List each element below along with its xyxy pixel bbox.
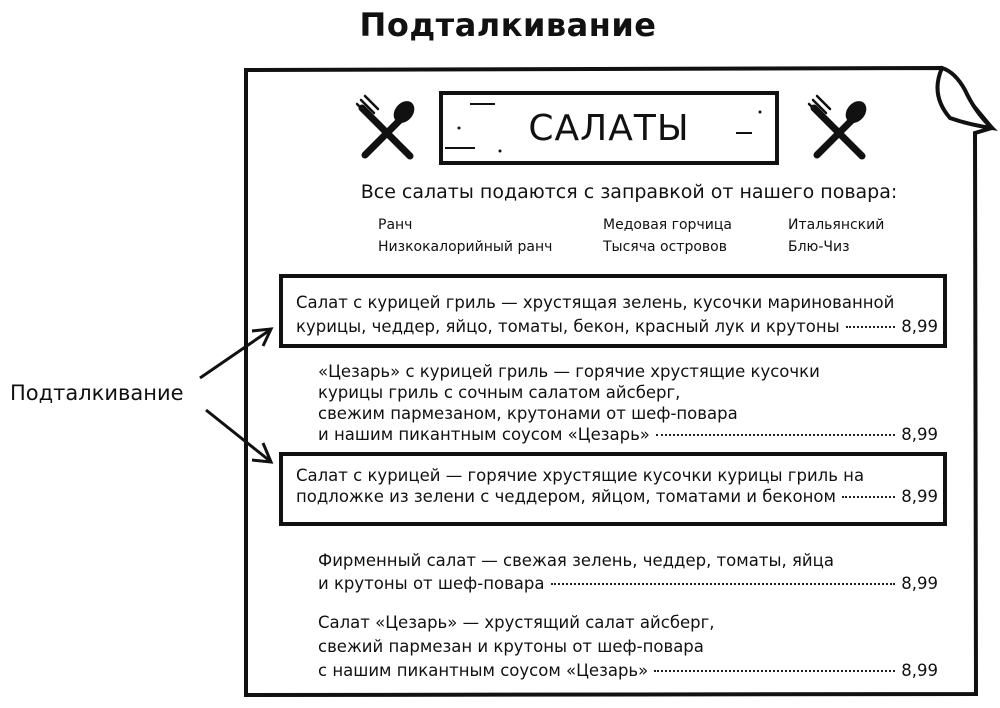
page-curl-icon bbox=[935, 65, 998, 131]
menu-item-chicken-caesar: «Цезарь» с курицей гриль — горячие хруст… bbox=[318, 361, 938, 445]
item-text: курицы гриль с сочным салатом айсберг, bbox=[318, 383, 681, 402]
item-price: 8,99 bbox=[901, 425, 938, 444]
dressing-item: Блю-Чиз bbox=[788, 239, 850, 255]
item-price: 8,99 bbox=[901, 661, 938, 680]
menu-item-house-salad: Фирменный салат — свежая зелень, чеддер,… bbox=[318, 549, 938, 595]
fork-spoon-icon-right bbox=[807, 94, 867, 160]
menu-item-chicken-salad: Салат с курицей — горячие хрустящие кусо… bbox=[296, 465, 938, 507]
dot-leader bbox=[655, 434, 896, 436]
menu-item-caesar-salad: Салат «Цезарь» — хрустящий салат айсберг… bbox=[318, 611, 938, 683]
dot-leader bbox=[845, 326, 896, 328]
dressing-item: Тысяча островов bbox=[603, 239, 727, 255]
dressing-item: Низкокалорийный ранч bbox=[378, 239, 553, 255]
item-text: Фирменный салат — свежая зелень, чеддер,… bbox=[318, 551, 834, 570]
dressing-item: Ранч bbox=[378, 217, 413, 233]
item-text: с нашим пикантным соусом «Цезарь» bbox=[318, 661, 649, 680]
dot-leader bbox=[550, 583, 896, 585]
item-text: Салат с курицей гриль — хрустящая зелень… bbox=[296, 293, 895, 312]
dot-leader bbox=[841, 496, 896, 498]
dressing-intro: Все салаты подаются с заправкой от нашег… bbox=[360, 181, 898, 203]
item-text: свежий пармезан и крутоны от шеф-повара bbox=[318, 637, 704, 656]
highlight-box-1 bbox=[279, 274, 947, 348]
item-text: курицы, чеддер, яйцо, томаты, бекон, кра… bbox=[296, 317, 840, 336]
dressing-item: Итальянский bbox=[788, 217, 885, 233]
menu-item-grilled-chicken-salad: Салат с курицей гриль — хрустящая зелень… bbox=[296, 291, 938, 339]
fork-spoon-icon-left bbox=[355, 94, 415, 160]
dressing-item: Медовая горчица bbox=[603, 217, 732, 233]
arrow-icon-down bbox=[205, 408, 274, 464]
item-text: подложке из зелени с чеддером, яйцом, то… bbox=[296, 487, 836, 506]
item-price: 8,99 bbox=[901, 487, 938, 506]
item-text: Салат «Цезарь» — хрустящий салат айсберг… bbox=[318, 613, 715, 632]
item-text: и крутоны от шеф-повара bbox=[318, 574, 545, 593]
menu-header: САЛАТЫ bbox=[528, 108, 690, 149]
item-price: 8,99 bbox=[901, 317, 938, 336]
item-price: 8,99 bbox=[901, 574, 938, 593]
item-text: свежим пармезаном, крутонами от шеф-пова… bbox=[318, 404, 738, 423]
highlight-box-2 bbox=[279, 452, 947, 526]
item-text: Салат с курицей — горячие хрустящие кусо… bbox=[296, 466, 865, 485]
item-text: «Цезарь» с курицей гриль — горячие хруст… bbox=[318, 362, 820, 381]
nudge-label: Подталкивание bbox=[10, 381, 184, 405]
arrow-icon-up bbox=[199, 327, 274, 380]
header-board bbox=[439, 91, 779, 165]
item-text: и нашим пикантным соусом «Цезарь» bbox=[318, 425, 650, 444]
diagram-title: Подталкивание bbox=[359, 6, 657, 44]
dot-leader bbox=[654, 670, 896, 672]
